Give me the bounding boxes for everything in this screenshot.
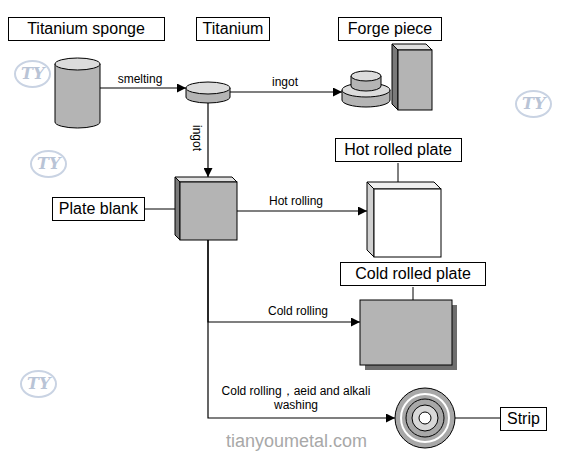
node-label: Plate blank bbox=[52, 197, 145, 221]
flow-arrow bbox=[207, 103, 208, 177]
node-label: Strip bbox=[500, 407, 547, 431]
plate-blank-cube bbox=[145, 177, 237, 240]
node-label: Titanium sponge bbox=[8, 17, 165, 41]
cold-rolled-plate-figure bbox=[360, 287, 457, 370]
sponge-cylinder bbox=[55, 58, 100, 128]
edge-label: Cold rolling bbox=[266, 304, 330, 318]
node-label: Forge piece bbox=[338, 17, 442, 41]
process-node: Forge piece bbox=[342, 42, 432, 110]
node-label: Hot rolled plate bbox=[335, 138, 462, 162]
logo-watermark: TY bbox=[14, 60, 51, 88]
logo-watermark: TY bbox=[515, 90, 552, 118]
process-node: Cold rolled plate bbox=[360, 300, 457, 370]
edge-label: ingot bbox=[190, 123, 204, 153]
process-node: Titanium sponge bbox=[55, 58, 100, 128]
titanium-disc bbox=[186, 82, 230, 103]
edge-label: Hot rolling bbox=[267, 194, 325, 208]
process-node: Strip bbox=[395, 388, 455, 448]
flow-arrow bbox=[230, 91, 342, 92]
hot-rolled-plate-figure bbox=[367, 163, 441, 257]
edge-label: smelting bbox=[116, 72, 165, 86]
process-node: Titanium bbox=[186, 82, 230, 103]
flow-arrow bbox=[100, 87, 186, 88]
flow-arrow bbox=[208, 240, 360, 322]
process-node: Plate blank bbox=[175, 177, 237, 240]
node-label: Titanium bbox=[196, 17, 271, 41]
node-label: Cold rolled plate bbox=[340, 262, 486, 286]
logo-watermark: TY bbox=[20, 370, 57, 398]
forge-piece-figure bbox=[342, 44, 432, 110]
logo-watermark: TY bbox=[30, 150, 67, 178]
watermark: tianyoumetal.com bbox=[226, 431, 367, 451]
edge-label: ingot bbox=[270, 75, 300, 89]
edge-label: Cold rolling，aeid and alkali washing bbox=[219, 384, 373, 412]
strip-coil bbox=[395, 388, 500, 448]
process-node: Hot rolled plate bbox=[367, 182, 441, 257]
flow-arrow bbox=[237, 210, 367, 211]
